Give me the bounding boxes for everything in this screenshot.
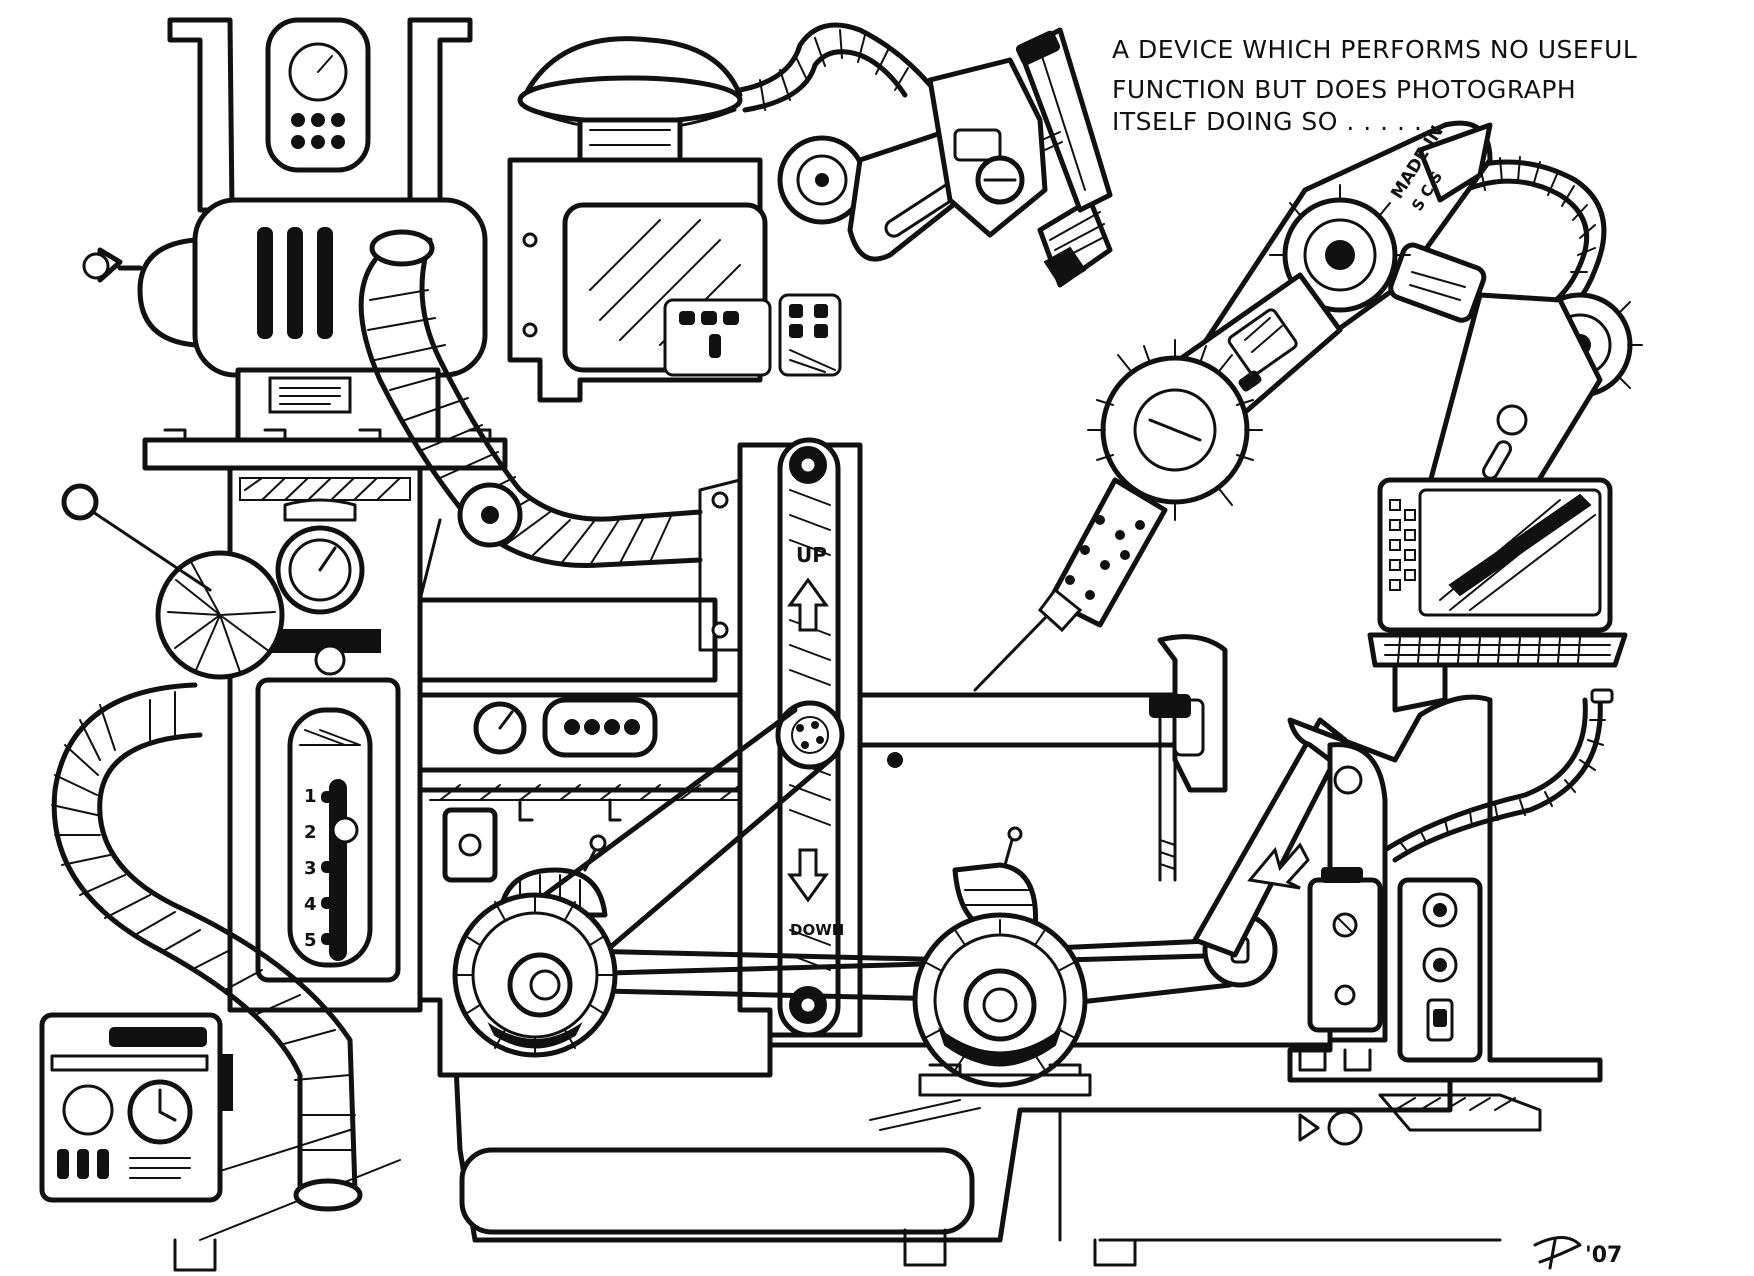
pulley-center [775, 700, 845, 770]
right-pedestal [1287, 662, 1614, 1083]
caption: A DEVICE WHICH PERFORMS NO USEFUL FUNCTI… [1112, 35, 1637, 136]
bottom-left-control-box [39, 1012, 233, 1203]
lever-knob [61, 483, 99, 521]
drive-system [452, 700, 1278, 1097]
gear-scale-4: 4 [304, 894, 317, 915]
pedestal-panel [1307, 877, 1383, 1033]
caption-line-3: ITSELF DOING SO . . . . . [1112, 107, 1422, 136]
caption-line-1: A DEVICE WHICH PERFORMS NO USEFUL [1112, 35, 1637, 64]
laptop [1367, 477, 1628, 668]
syringe [1047, 477, 1168, 628]
signature-year: '07 [1585, 1243, 1622, 1268]
gear-scale-5: 5 [304, 930, 317, 951]
top-monitor-assembly [507, 22, 933, 403]
horizontal-arm [857, 634, 1228, 882]
caption-line-2: FUNCTION BUT DOES PHOTOGRAPH [1112, 75, 1576, 104]
left-hose [51, 682, 363, 1212]
gear-scale-3: 3 [304, 858, 317, 879]
artist-signature: '07 [1533, 1236, 1622, 1270]
up-arrow-icon [787, 577, 829, 632]
elevator-down-label: DOWN [790, 921, 844, 939]
camera-arm [777, 27, 1113, 288]
boiler-tank [192, 197, 488, 378]
gear-scale-1: 1 [304, 786, 317, 807]
syringe-needle [973, 616, 1047, 692]
down-arrow-icon [787, 848, 829, 903]
floor-platform [159, 1042, 1542, 1272]
gear-scale: 1 2 3 4 5 [304, 786, 317, 951]
laptop-keyboard [1367, 632, 1628, 668]
elevator-up-label: UP [796, 543, 827, 567]
gear-scale-2: 2 [304, 822, 317, 843]
small-gauge [62, 1084, 114, 1136]
hose-joint [418, 482, 523, 602]
left-dial [61, 483, 285, 680]
center-hose [358, 229, 703, 568]
strut-arrow-icon [1247, 842, 1310, 890]
